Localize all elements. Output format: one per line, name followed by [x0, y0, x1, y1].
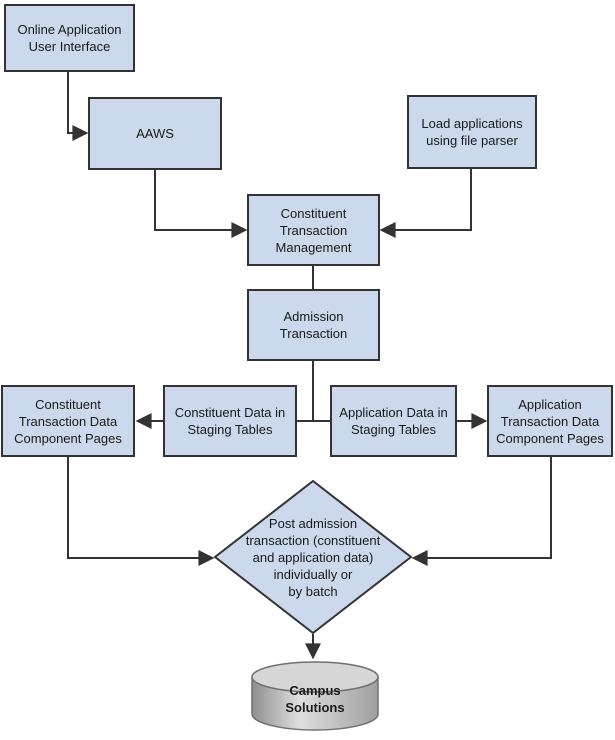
edge-aaws-to-ctm	[154, 170, 248, 238]
decision-diamond	[213, 479, 413, 635]
campus-cylinder-top	[251, 661, 379, 693]
edge-atdpages-to-decision	[411, 457, 552, 566]
edge-ctdpages-to-decision	[67, 457, 215, 566]
edge-parser-to-ctm	[379, 169, 472, 238]
edge-online-to-aaws	[67, 72, 89, 141]
